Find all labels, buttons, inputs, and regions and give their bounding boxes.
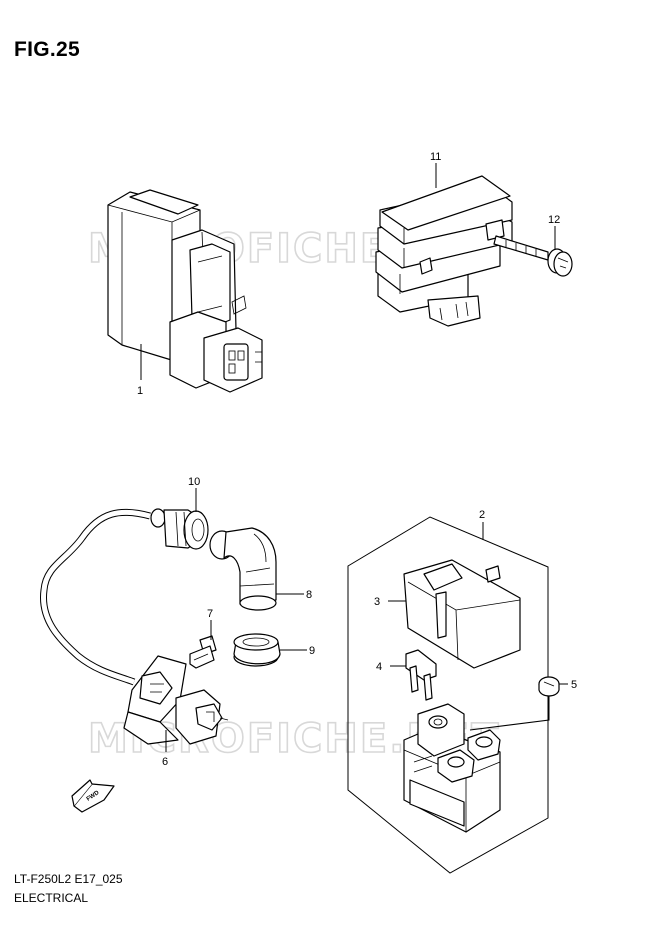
- callout-7: 7: [207, 608, 213, 620]
- callout-4: 4: [376, 661, 382, 673]
- model-code: LT-F250L2 E17_025: [14, 872, 123, 886]
- callout-5: 5: [571, 679, 577, 691]
- callout-8: 8: [306, 589, 312, 601]
- screw-drawing: [538, 676, 560, 697]
- regulator-rectifier-drawing: [375, 175, 513, 327]
- callout-6: 6: [162, 756, 168, 768]
- relay-cover-drawing: [403, 559, 521, 669]
- spark-plug-cap-drawing: [209, 527, 277, 611]
- relay-body-drawing: [403, 703, 501, 833]
- callout-12: 12: [548, 214, 560, 226]
- ignition-coil-drawing: [39, 508, 229, 745]
- fuse-drawing: [405, 649, 437, 701]
- relay-group-outline: [347, 516, 549, 874]
- bolt-12-drawing: [493, 235, 573, 277]
- callout-10: 10: [188, 476, 200, 488]
- screw-leader: [469, 696, 550, 731]
- callout-3: 3: [374, 596, 380, 608]
- seal-drawing: [233, 633, 281, 667]
- callout-11: 11: [430, 151, 441, 163]
- fwd-arrow-icon: FWD: [71, 779, 115, 813]
- bolt-7-drawing: [189, 635, 217, 669]
- callout-1: 1: [137, 385, 143, 397]
- section-title: ELECTRICAL: [14, 891, 89, 905]
- cdi-unit-drawing: [107, 189, 263, 393]
- cap-grommet-drawing: [150, 508, 209, 550]
- callout-2: 2: [479, 509, 485, 521]
- figure-title: FIG.25: [14, 38, 80, 61]
- callout-9: 9: [309, 645, 315, 657]
